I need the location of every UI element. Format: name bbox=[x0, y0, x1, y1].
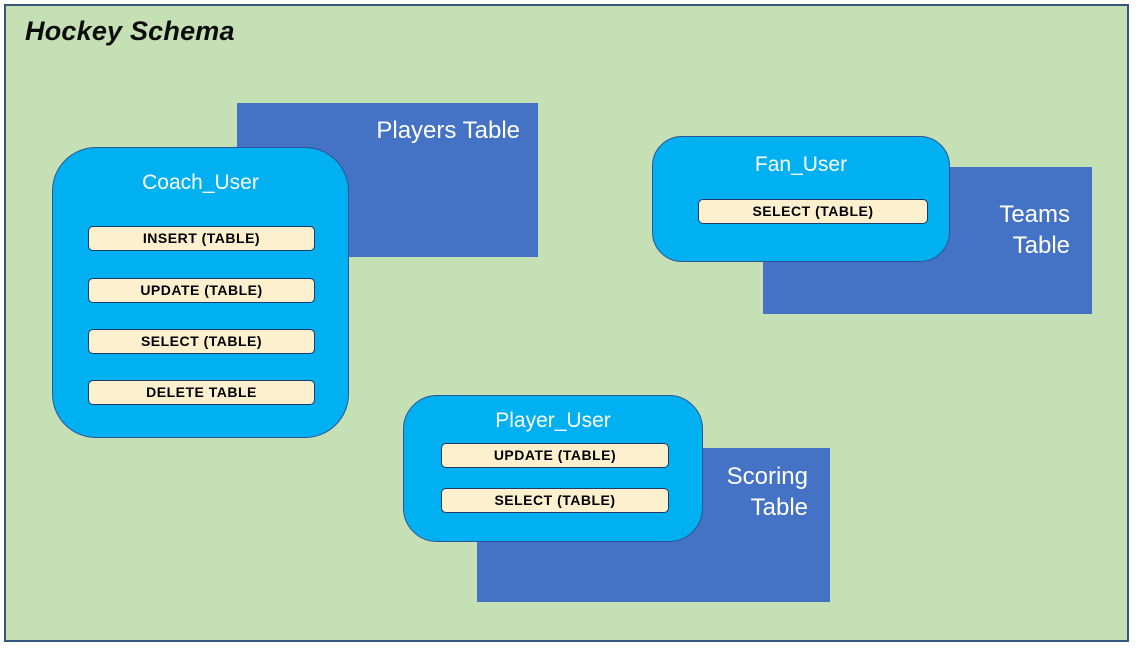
coach-user-shape[interactable]: Coach_User INSERT (TABLE) UPDATE (TABLE)… bbox=[52, 147, 349, 438]
coach-permission-insert[interactable]: INSERT (TABLE) bbox=[88, 226, 315, 251]
player-user-label: Player_User bbox=[495, 409, 611, 432]
coach-user-label: Coach_User bbox=[142, 171, 259, 194]
player-permission-update[interactable]: UPDATE (TABLE) bbox=[441, 443, 669, 468]
players-table-label-line: Players Table bbox=[376, 117, 520, 144]
fan-permission-select[interactable]: SELECT (TABLE) bbox=[698, 199, 928, 224]
fan-user-label: Fan_User bbox=[754, 153, 848, 176]
coach-permission-select[interactable]: SELECT (TABLE) bbox=[88, 329, 315, 354]
scoring-table-label-line-1: Scoring bbox=[726, 463, 808, 490]
fan-user-shape[interactable]: Fan_User SELECT (TABLE) bbox=[652, 136, 950, 262]
coach-permission-delete[interactable]: DELETE TABLE bbox=[88, 380, 315, 405]
coach-permission-update[interactable]: UPDATE (TABLE) bbox=[88, 278, 315, 303]
teams-table-label-line-2: Table bbox=[1012, 232, 1070, 259]
scoring-table-label: Scoring Table bbox=[727, 461, 808, 523]
teams-table-label: Teams Table bbox=[999, 199, 1070, 261]
players-table-label: Players Table bbox=[376, 115, 520, 146]
player-user-shape[interactable]: Player_User UPDATE (TABLE) SELECT (TABLE… bbox=[403, 395, 703, 542]
scoring-table-label-line-2: Table bbox=[750, 494, 808, 521]
teams-table-label-line-1: Teams bbox=[999, 201, 1070, 228]
diagram-title: Hockey Schema bbox=[25, 16, 235, 46]
player-permission-select[interactable]: SELECT (TABLE) bbox=[441, 488, 669, 513]
